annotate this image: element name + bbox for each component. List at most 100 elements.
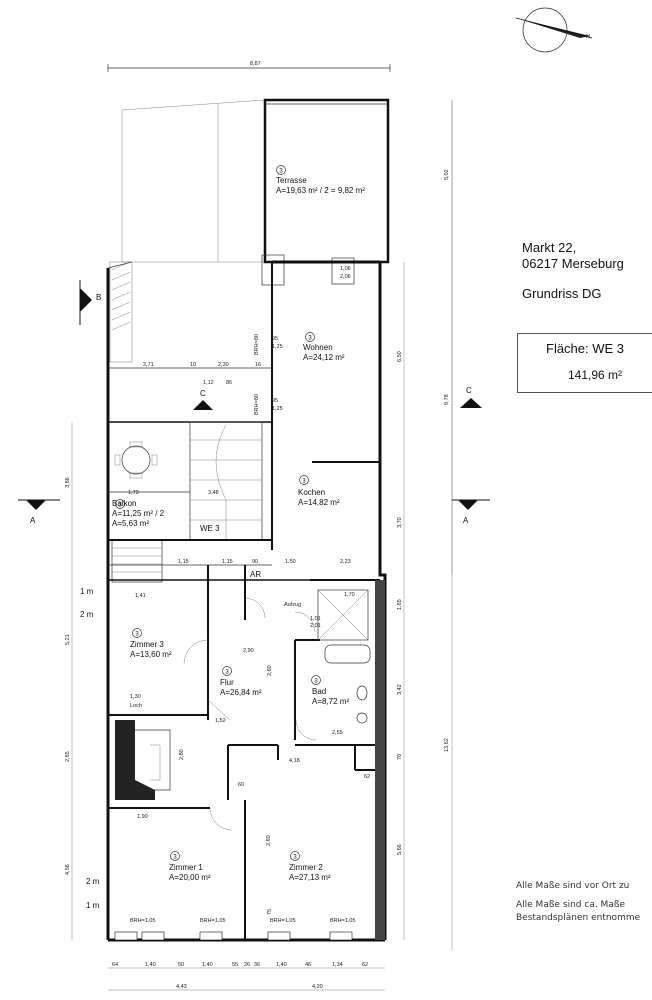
dimensions-inner: 2,71 10 2,30 1,12 86 16 95 1,25 95 1,25 … [128, 266, 370, 924]
svg-text:A: A [463, 516, 469, 525]
svg-text:46: 46 [305, 962, 311, 968]
svg-text:3: 3 [293, 855, 297, 861]
svg-text:5,21: 5,21 [65, 634, 71, 645]
svg-text:2,06: 2,06 [340, 274, 351, 280]
svg-text:10: 10 [190, 362, 196, 368]
room-label-zimmer2: 3 Zimmer 2 A=27,13 m² [289, 851, 331, 882]
svg-text:3: 3 [135, 632, 139, 638]
dimensions-bottom: 64 1,40 50 1,40 55 26 36 1,40 46 1,34 62… [108, 962, 385, 991]
svg-text:2,23: 2,23 [340, 559, 351, 565]
svg-text:1,30: 1,30 [130, 694, 141, 700]
svg-text:3: 3 [173, 855, 177, 861]
note-2: Alle Maße sind ca. Maße [516, 900, 626, 910]
svg-text:60: 60 [238, 782, 244, 788]
svg-text:A: A [30, 516, 36, 525]
svg-text:1 m: 1 m [86, 901, 100, 910]
svg-text:3,48: 3,48 [208, 490, 219, 496]
svg-text:2,85: 2,85 [65, 751, 71, 762]
svg-text:C: C [466, 386, 472, 395]
svg-text:1,70: 1,70 [344, 592, 355, 598]
elevator-shaft [317, 589, 369, 641]
svg-text:BRH=80: BRH=80 [254, 394, 260, 415]
svg-text:Kochen: Kochen [298, 488, 325, 497]
section-marker-b: B [79, 280, 101, 325]
svg-text:2 m: 2 m [86, 877, 100, 886]
svg-text:BRH=80: BRH=80 [254, 334, 260, 355]
section-marker-c-right: C [460, 386, 482, 408]
svg-text:A=5,63 m²: A=5,63 m² [112, 519, 149, 528]
svg-text:A=13,60 m²: A=13,60 m² [130, 650, 172, 659]
svg-text:BRH=1,05: BRH=1,05 [330, 918, 356, 924]
svg-text:BRH=1,05: BRH=1,05 [270, 918, 296, 924]
svg-text:5,02: 5,02 [444, 169, 450, 180]
svg-text:3,86: 3,86 [65, 477, 71, 488]
svg-text:4,18: 4,18 [289, 758, 300, 764]
svg-text:2,90: 2,90 [243, 648, 254, 654]
door-swings [183, 597, 317, 831]
svg-text:1,40: 1,40 [145, 962, 156, 968]
svg-text:55: 55 [232, 962, 238, 968]
svg-text:1,52: 1,52 [215, 718, 226, 724]
svg-text:A=27,13 m²: A=27,13 m² [289, 873, 331, 882]
svg-text:1,65: 1,65 [397, 599, 403, 610]
svg-text:3,42: 3,42 [397, 684, 403, 695]
svg-text:36: 36 [254, 962, 260, 968]
terrace-area [121, 98, 390, 286]
svg-text:Bad: Bad [312, 687, 326, 696]
svg-text:3: 3 [302, 479, 306, 485]
svg-text:A=14,82 m²: A=14,82 m² [298, 498, 340, 507]
svg-text:75: 75 [267, 909, 273, 915]
closet [115, 720, 171, 800]
svg-text:62: 62 [362, 962, 368, 968]
room-label-bad: 3 Bad A=8,72 m² [311, 675, 349, 706]
room-label-balkon: 3 Balkon A=11,25 m² / 2 A=5,63 m² [112, 499, 165, 528]
section-marker-c-mid: C [193, 389, 213, 410]
svg-text:Zimmer 1: Zimmer 1 [169, 863, 203, 872]
svg-text:90: 90 [252, 559, 258, 565]
svg-text:1,15: 1,15 [222, 559, 233, 565]
svg-text:5,66: 5,66 [397, 844, 403, 855]
svg-text:B: B [96, 293, 101, 302]
svg-text:C: C [200, 389, 206, 398]
svg-text:13,62: 13,62 [444, 738, 450, 752]
svg-text:1,06: 1,06 [340, 266, 351, 272]
room-label-terrasse: 3 Terrasse A=19,63 m² / 2 = 9,82 m² [276, 165, 365, 195]
loch-label: Loch [130, 703, 142, 709]
dimensions-right: 5,02 9,78 13,62 6,50 3,70 1,65 3,42 78 5… [397, 100, 453, 950]
svg-text:4,56: 4,56 [65, 864, 71, 875]
svg-text:3: 3 [314, 679, 318, 685]
svg-text:2 m: 2 m [80, 610, 94, 619]
svg-text:1,41: 1,41 [135, 593, 146, 599]
svg-text:Terrasse: Terrasse [276, 176, 307, 185]
svg-text:26: 26 [244, 962, 250, 968]
svg-text:3: 3 [308, 336, 312, 342]
svg-text:1,79: 1,79 [128, 490, 139, 496]
svg-text:1,40: 1,40 [276, 962, 287, 968]
address-line-2: 06217 Merseburg [522, 256, 624, 271]
svg-text:1,90: 1,90 [137, 814, 148, 820]
room-label-zimmer1: 3 Zimmer 1 A=20,00 m² [169, 851, 211, 882]
north-label: N [586, 34, 590, 40]
room-label-zimmer3: 3 Zimmer 3 A=13,60 m² [130, 628, 172, 659]
room-label-kochen: 3 Kochen A=14,82 m² [298, 475, 340, 507]
note-3: Bestandsplänen entnomme [516, 913, 641, 923]
dimensions-left: 3,86 5,21 2,85 4,56 1 m 2 m 2 m 1 m [65, 422, 100, 940]
ar-label: AR [250, 570, 261, 579]
svg-text:Zimmer 3: Zimmer 3 [130, 640, 164, 649]
svg-text:2,55: 2,55 [332, 730, 343, 736]
svg-text:1,25: 1,25 [272, 406, 283, 412]
svg-text:2,30: 2,30 [218, 362, 229, 368]
svg-text:BRH=1,05: BRH=1,05 [130, 918, 156, 924]
interior-walls [108, 461, 385, 940]
room-label-flur: 3 Flur A=26,84 m² [220, 666, 262, 697]
svg-text:78: 78 [397, 754, 403, 760]
svg-text:95: 95 [272, 398, 278, 404]
svg-text:1,34: 1,34 [332, 962, 343, 968]
svg-text:A=20,00 m²: A=20,00 m² [169, 873, 211, 882]
svg-text:A=26,84 m²: A=26,84 m² [220, 688, 262, 697]
svg-text:64: 64 [112, 962, 118, 968]
svg-text:2,60: 2,60 [266, 835, 272, 846]
bathroom-fixtures [324, 644, 371, 724]
svg-text:2,71: 2,71 [143, 362, 154, 368]
